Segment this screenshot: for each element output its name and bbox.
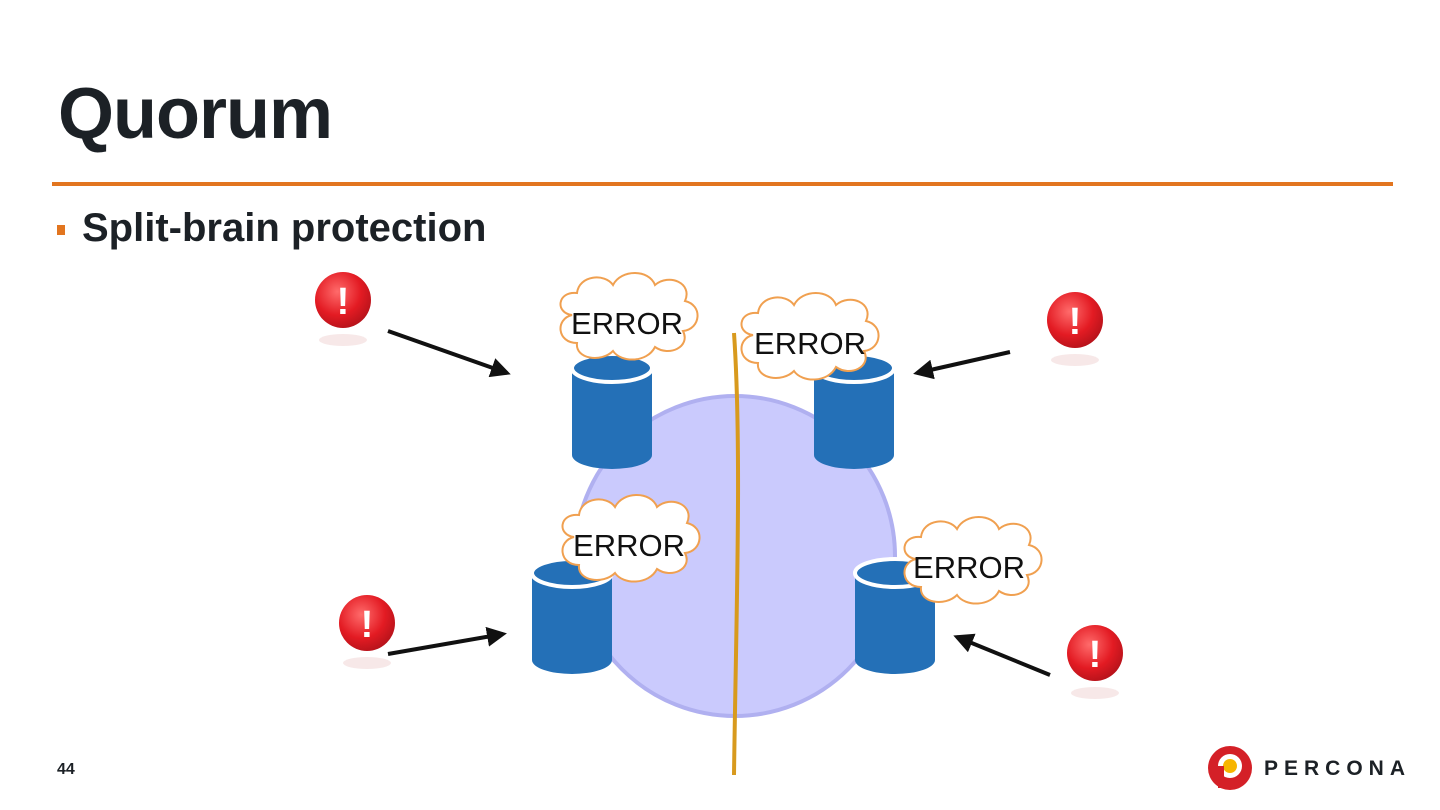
percona-logo: PERCONA (1206, 744, 1405, 794)
arrow-bottom-left (387, 626, 507, 656)
error-cloud-top-left: ERROR (559, 272, 699, 361)
error-label: ERROR (754, 326, 866, 361)
bullet-marker (57, 225, 65, 235)
error-cloud-bottom-left: ERROR (561, 494, 701, 583)
alert-icon: ! (1047, 292, 1103, 366)
database-top-left (570, 352, 654, 469)
svg-text:!: ! (337, 281, 350, 323)
error-cloud-top-right: ERROR (740, 292, 880, 381)
percona-logo-text: PERCONA (1264, 757, 1412, 780)
svg-text:!: ! (1089, 634, 1102, 676)
alert-icon: ! (1067, 625, 1123, 699)
slide-title: Quorum (58, 74, 333, 154)
svg-text:!: ! (1069, 301, 1082, 343)
arrow-top-left (387, 329, 511, 378)
alert-icon: ! (339, 595, 395, 669)
partition-line (732, 332, 741, 776)
arrow-top-right (913, 350, 1011, 380)
title-divider (52, 182, 1393, 186)
error-label: ERROR (913, 550, 1025, 585)
error-cloud-bottom-right: ERROR (903, 516, 1043, 605)
page-number: 44 (57, 761, 75, 778)
svg-text:!: ! (361, 604, 374, 646)
error-label: ERROR (573, 528, 685, 563)
arrow-bottom-right (953, 633, 1051, 677)
alert-icon: ! (315, 272, 371, 346)
bullet-text: Split-brain protection (82, 206, 487, 250)
error-label: ERROR (571, 306, 683, 341)
percona-logo-icon (1208, 746, 1252, 790)
